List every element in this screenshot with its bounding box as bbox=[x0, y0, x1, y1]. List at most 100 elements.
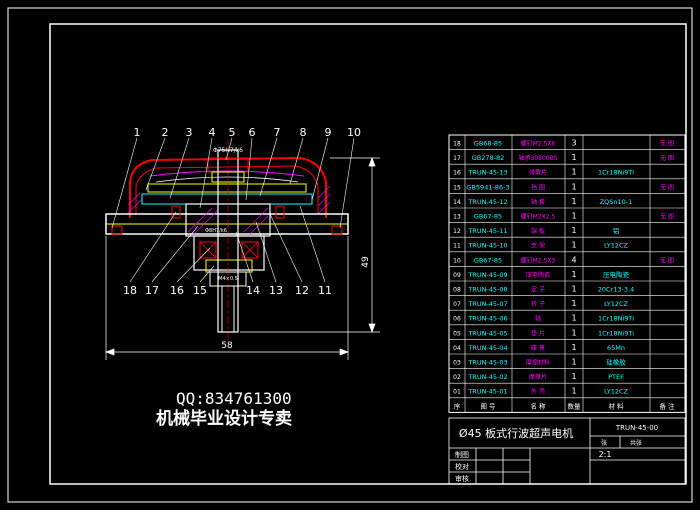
bom-cell-qty: 1 bbox=[571, 358, 576, 367]
callout-4: 4 bbox=[209, 126, 216, 139]
bom-cell-no: 05 bbox=[453, 330, 461, 337]
bom-cell-name: 螺钉M2.5X6 bbox=[521, 140, 556, 148]
callout-5: 5 bbox=[229, 126, 236, 139]
bom-cell-qty: 1 bbox=[571, 168, 576, 177]
title-block bbox=[448, 417, 686, 485]
callout-11: 11 bbox=[318, 284, 332, 297]
bom-cell-code: GB68-85 bbox=[474, 140, 502, 148]
bom-cell-name: 摩擦材料 bbox=[526, 359, 550, 367]
product-name: Ø45 板式行波超声电机 bbox=[459, 426, 573, 440]
bom-cell-name: 轴 bbox=[535, 315, 541, 323]
bom-cell-name: 垫 片 bbox=[531, 329, 545, 337]
bom-cell-code: GB278-82 bbox=[472, 154, 505, 162]
callout-12: 12 bbox=[295, 284, 309, 297]
bom-cell-no: 06 bbox=[453, 316, 461, 323]
bom-cell-code: TRUN-45-07 bbox=[467, 300, 507, 308]
bom-cell-code: TRUN-45-02 bbox=[467, 373, 507, 381]
bom-cell-name: 碟 簧 bbox=[531, 344, 545, 352]
callout-17: 17 bbox=[145, 284, 159, 297]
bom-cell-name: 螺钉M2X2.5 bbox=[521, 213, 556, 221]
bom-cell-name: 弹簧片 bbox=[529, 169, 547, 177]
bom-cell-no: 12 bbox=[453, 228, 461, 235]
bom-cell-mat: ZQSn10-1 bbox=[600, 198, 633, 206]
bom-header-mat: 材 料 bbox=[608, 401, 624, 410]
bom-cell-mat: 1Cr18Ni9Ti bbox=[598, 169, 634, 177]
bom-cell-name: 轴 套 bbox=[531, 198, 545, 206]
bom-cell-qty: 1 bbox=[571, 328, 576, 337]
bom-cell-qty: 1 bbox=[571, 270, 576, 279]
bom-cell-code: TRUN-45-13 bbox=[467, 169, 507, 177]
callout-18: 18 bbox=[123, 284, 137, 297]
bill-of-materials-table: 18 GB68-85 螺钉M2.5X6 3 无 图 17 GB278-82 轴承30800BS… bbox=[448, 134, 686, 413]
leader-lines-top bbox=[111, 137, 355, 229]
bom-cell-name: 轴承30800BS bbox=[519, 154, 558, 162]
drawing-frame bbox=[7, 7, 693, 503]
bom-cell-code: TRUN-45-05 bbox=[467, 329, 507, 337]
bom-cell-note: 无 图 bbox=[660, 257, 674, 264]
dim-note-mid: Φ8H7/k6 bbox=[205, 228, 227, 234]
bom-cell-qty: 1 bbox=[571, 285, 576, 294]
bom-cell-no: 13 bbox=[453, 214, 461, 221]
bom-cell-mat: 铝 bbox=[613, 226, 620, 235]
watermark-title: 机械毕业设计专卖 bbox=[156, 408, 292, 429]
bom-cell-mat: 1Cr18Ni9Ti bbox=[598, 329, 634, 337]
bom-cell-no: 18 bbox=[453, 141, 461, 148]
callout-14: 14 bbox=[246, 284, 260, 297]
bom-cell-qty: 3 bbox=[571, 139, 576, 148]
bom-cell-code: TRUN-45-09 bbox=[467, 271, 507, 279]
row-approver: 审核 bbox=[455, 474, 469, 483]
bom-cell-no: 16 bbox=[453, 170, 461, 177]
bom-cell-no: 03 bbox=[453, 360, 461, 367]
callout-6: 6 bbox=[249, 126, 256, 139]
bom-cell-no: 02 bbox=[453, 374, 461, 381]
callout-9: 9 bbox=[325, 126, 332, 139]
bom-cell-qty: 1 bbox=[571, 182, 576, 191]
bom-cell-code: TRUN-45-12 bbox=[467, 198, 507, 206]
dimension-lines bbox=[105, 157, 380, 360]
bom-cell-code: TRUN-45-10 bbox=[467, 242, 507, 250]
callout-8: 8 bbox=[300, 126, 307, 139]
bom-header-qty: 数量 bbox=[568, 401, 582, 410]
bom-cell-name: 支 架 bbox=[531, 242, 545, 250]
bom-cell-code: TRUN-45-06 bbox=[467, 315, 507, 323]
bom-cell-name: 定 子 bbox=[531, 286, 545, 294]
bom-cell-note: 无 图 bbox=[660, 155, 674, 162]
bom-cell-no: 14 bbox=[453, 199, 461, 206]
bom-header-note: 备 注 bbox=[659, 401, 675, 410]
sheet-count: 共张 bbox=[630, 439, 642, 447]
bom-cell-mat: 20Cr13-3.4 bbox=[598, 286, 634, 294]
bom-cell-mat: PTEF bbox=[608, 373, 624, 381]
callout-2: 2 bbox=[162, 126, 169, 139]
bom-cell-code: TRUN-45-04 bbox=[467, 344, 507, 352]
bom-cell-code: TRUN-45-08 bbox=[467, 286, 507, 294]
callout-1: 1 bbox=[134, 126, 141, 139]
bom-cell-no: 08 bbox=[453, 287, 461, 294]
bom-header-no: 序 bbox=[454, 401, 461, 410]
sheet-label: 张 bbox=[601, 439, 607, 447]
bom-cell-no: 01 bbox=[453, 389, 461, 396]
bom-border bbox=[448, 134, 686, 413]
bom-cell-code: GB5941-86-3 bbox=[466, 183, 509, 191]
bom-cell-mat: 硅橡胶 bbox=[606, 358, 626, 367]
bom-cell-qty: 1 bbox=[571, 212, 576, 221]
drawing-number: TRUN-45-00 bbox=[615, 424, 658, 432]
callout-7: 7 bbox=[274, 126, 281, 139]
bearing-housing bbox=[193, 235, 265, 271]
bom-cell-qty: 1 bbox=[571, 387, 576, 396]
bom-cell-no: 04 bbox=[453, 345, 461, 352]
scale-value: 2:1 bbox=[599, 450, 612, 459]
bom-cell-no: 07 bbox=[453, 301, 461, 308]
bom-cell-name: 端 板 bbox=[531, 227, 545, 235]
bom-cell-mat: 65Mn bbox=[607, 344, 625, 352]
bom-cell-name: 压电陶瓷 bbox=[526, 271, 550, 279]
dim-height-text: 49 bbox=[361, 256, 371, 268]
bom-cell-code: TRUN-45-03 bbox=[467, 359, 507, 367]
bom-cell-code: TRUN-45-11 bbox=[467, 227, 507, 235]
bom-cell-qty: 1 bbox=[571, 241, 576, 250]
bom-cell-qty: 1 bbox=[571, 226, 576, 235]
row-checker: 校对 bbox=[455, 462, 469, 471]
bom-cell-no: 17 bbox=[453, 155, 461, 162]
bom-cell-mat: 1Cr18Ni9Ti bbox=[598, 315, 634, 323]
